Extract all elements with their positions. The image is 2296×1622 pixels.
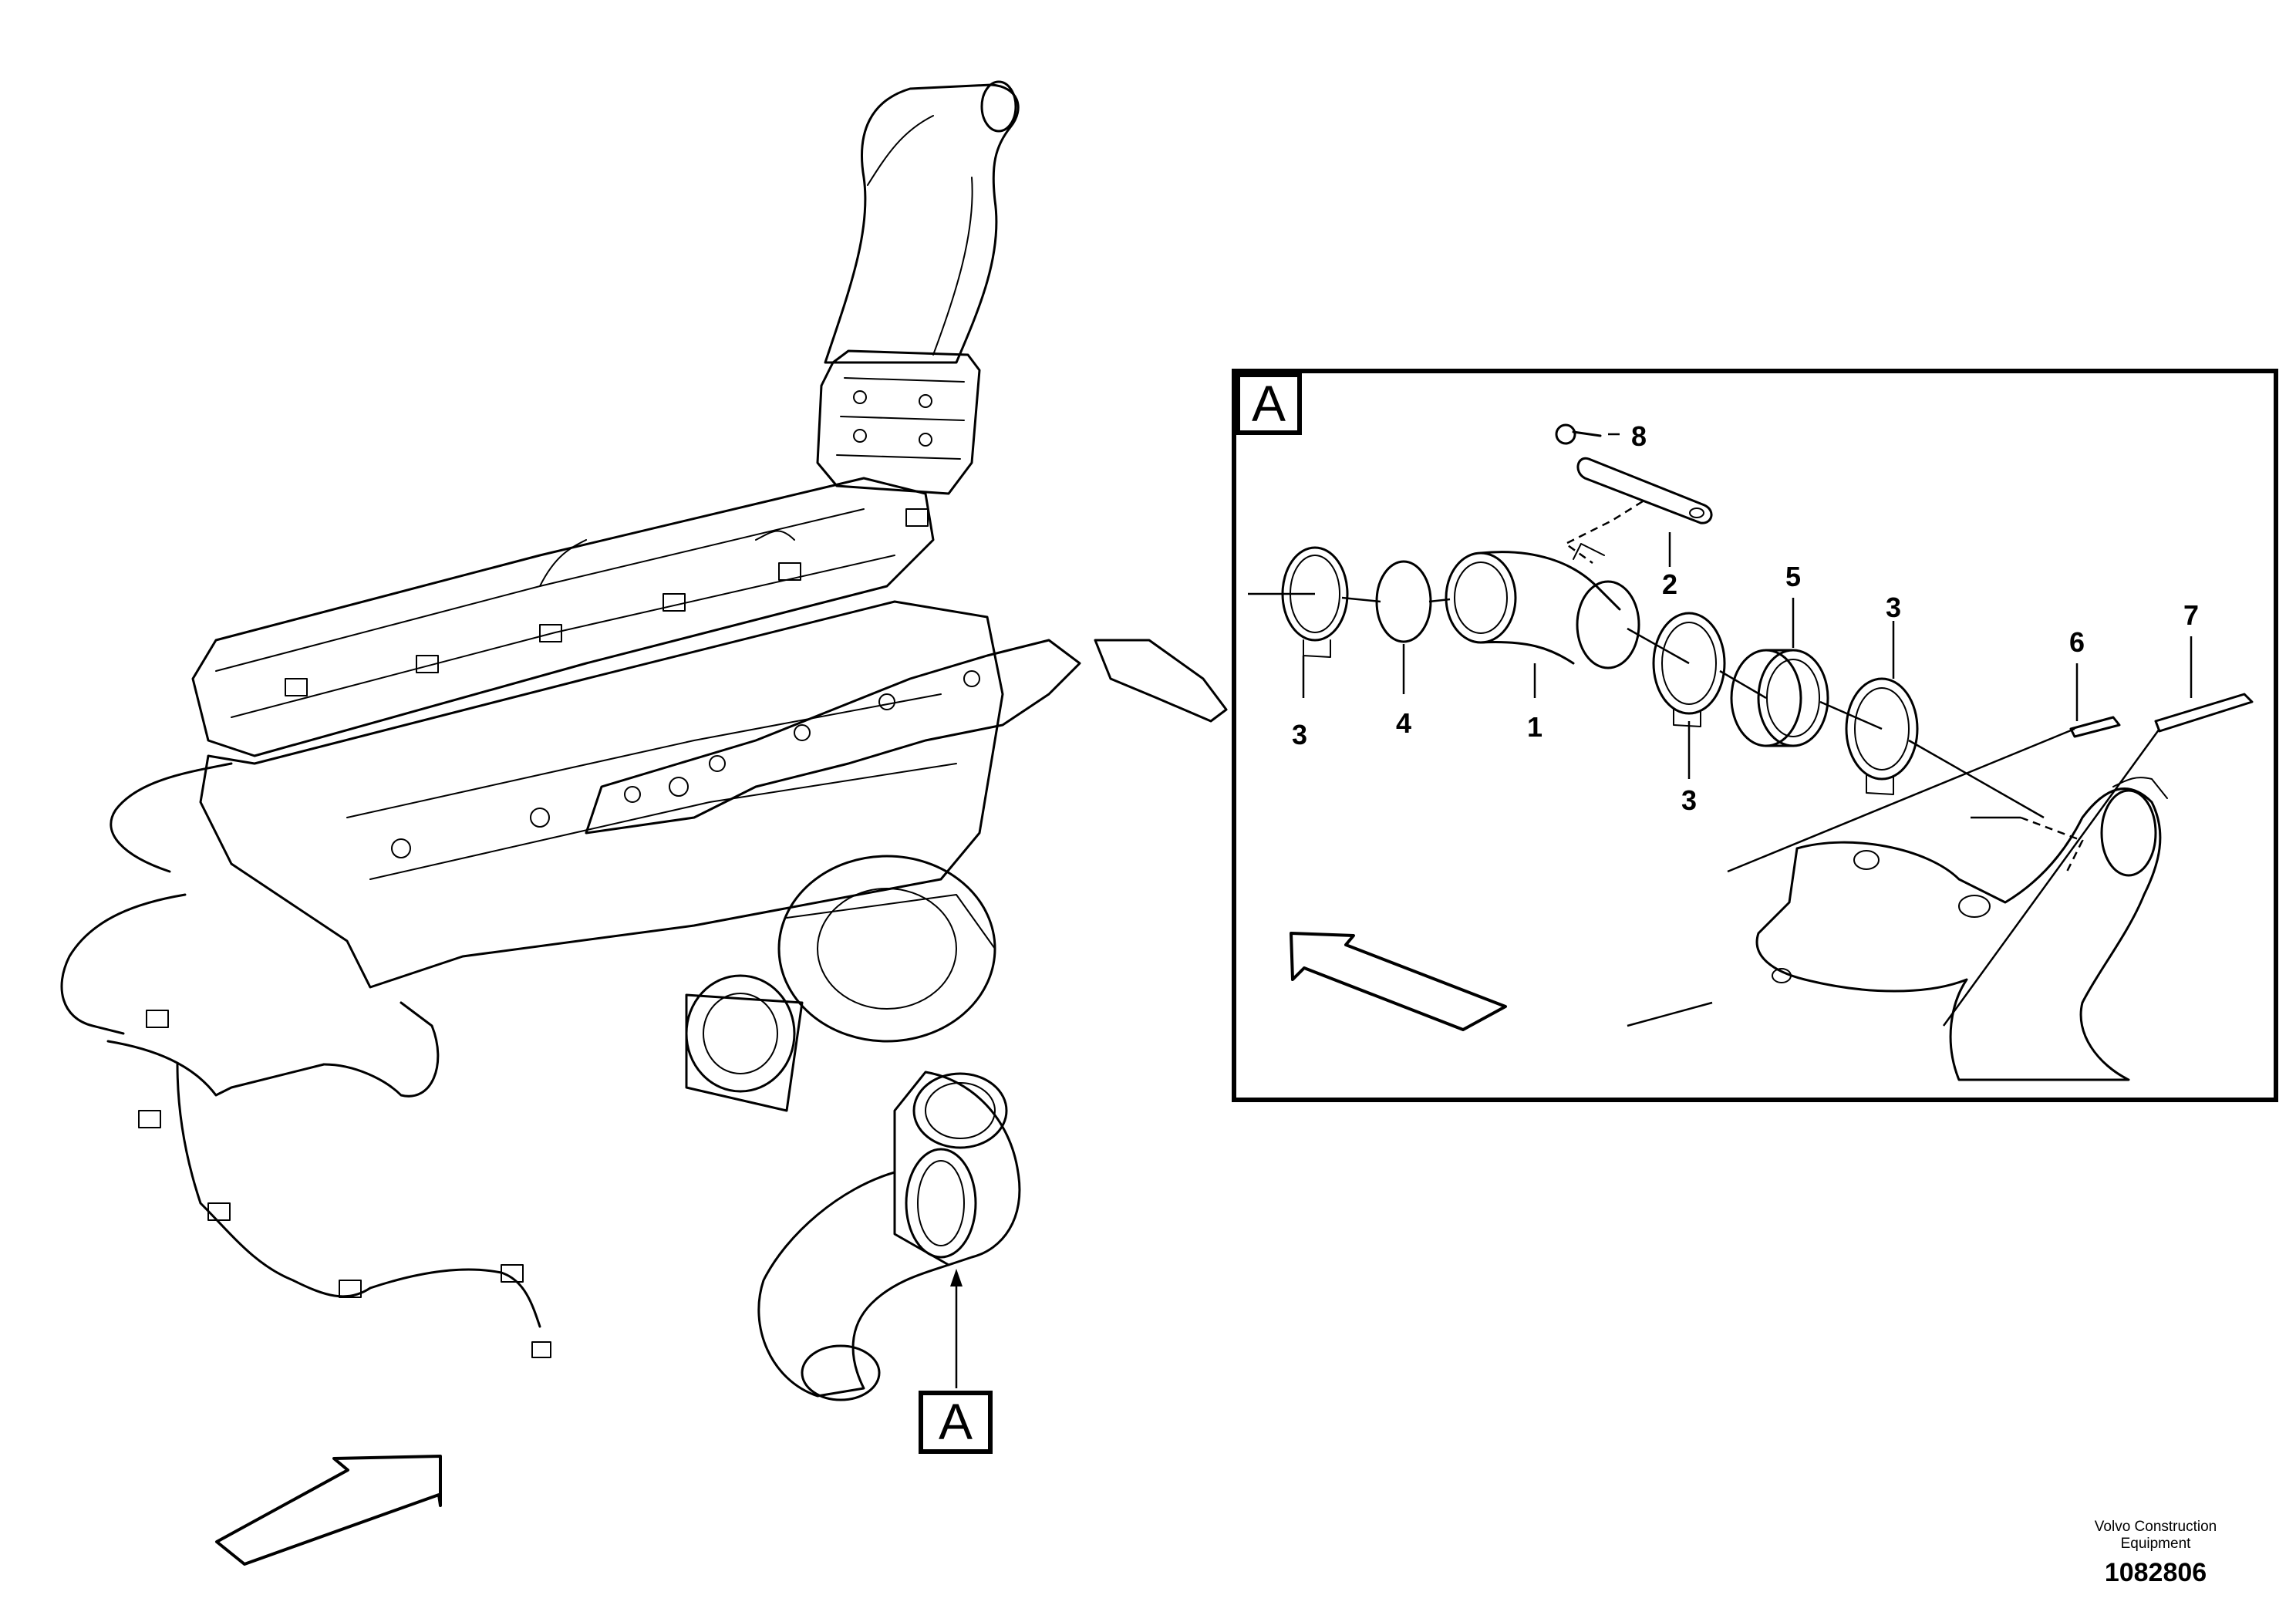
o-ring: [1375, 560, 1432, 643]
short-bolt: [2069, 716, 2121, 738]
hose-clamp-left: [1281, 546, 1349, 658]
callout-4: 4: [1396, 707, 1411, 739]
callout-3-left: 3: [1292, 719, 1307, 750]
hose-clamp-middle: [1652, 612, 1726, 727]
footer: Volvo Construction Equipment 1082806: [2095, 1519, 2217, 1587]
flange-screw: [1555, 423, 1602, 445]
direction-arrow-main: [215, 1455, 442, 1566]
callout-3-middle: 3: [1681, 784, 1697, 816]
detail-label-box: [1236, 373, 1302, 435]
callout-7: 7: [2183, 599, 2199, 631]
view-tag: A: [919, 1391, 993, 1454]
connection-hose: [1730, 649, 1829, 747]
brand-line-2: Equipment: [2121, 1536, 2192, 1552]
callout-1: 1: [1527, 711, 1542, 743]
callout-6: 6: [2069, 626, 2085, 658]
exhaust-manifold: [585, 639, 1081, 835]
direction-arrow-detail: [1290, 932, 1507, 1031]
view-tag-label: A: [939, 1393, 973, 1450]
injector-connectors: [285, 508, 929, 696]
hose-clamp-right: [1845, 677, 1919, 795]
callout-2: 2: [1662, 568, 1677, 600]
turbocharger: [685, 855, 996, 1112]
callout-8: 8: [1631, 420, 1647, 452]
long-bolt: [2154, 693, 2254, 733]
turbo-outlet-elbow: [757, 1071, 1021, 1401]
detail-view-a: A: [1232, 369, 2278, 1102]
manifold-section: [1755, 777, 2168, 1081]
callout-3-right: 3: [1886, 592, 1901, 623]
engine-assembly-drawing: [60, 80, 1228, 1401]
detail-label: A: [1252, 375, 1286, 432]
callout-5: 5: [1785, 561, 1801, 592]
support-bracket: [1576, 457, 1713, 524]
elbow-pipe: [1445, 543, 1640, 669]
wiring-harness: [60, 762, 551, 1358]
document-number: 1082806: [2105, 1558, 2207, 1587]
brand-line-1: Volvo Construction: [2095, 1519, 2217, 1535]
